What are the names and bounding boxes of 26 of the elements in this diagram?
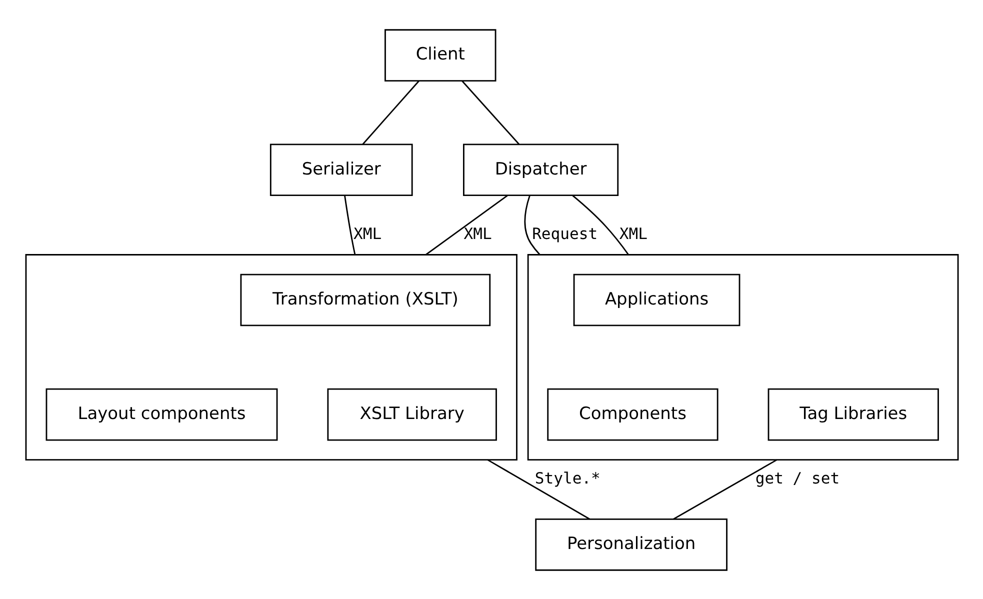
edge-label: XML (618, 224, 647, 242)
node-box: Components (546, 388, 718, 440)
node-box: Client (384, 28, 496, 81)
node-box: Dispatcher (462, 143, 618, 196)
connector (672, 458, 777, 520)
edge-label: Style.* (534, 469, 600, 488)
node-box: Serializer (269, 143, 412, 196)
connector (572, 194, 629, 255)
node-box: Transformation (XSLT) (240, 273, 490, 326)
connector (362, 80, 419, 144)
node-box: Layout components (45, 388, 278, 440)
cluster (526, 254, 958, 460)
edge-label: XML (352, 224, 382, 242)
node-box: Tag Libraries (767, 388, 938, 440)
connector (424, 194, 508, 255)
node-box: XSLT Library (326, 388, 496, 440)
connector (461, 80, 520, 144)
node-box: Personalization (534, 518, 727, 570)
edge-label: get / set (754, 469, 840, 488)
edge-label: XML (463, 224, 492, 242)
connector (524, 195, 540, 255)
connector (486, 458, 590, 520)
cluster (24, 254, 517, 460)
edge-label: Request (532, 224, 598, 242)
node-box: Applications (572, 273, 740, 326)
connector (344, 194, 356, 254)
